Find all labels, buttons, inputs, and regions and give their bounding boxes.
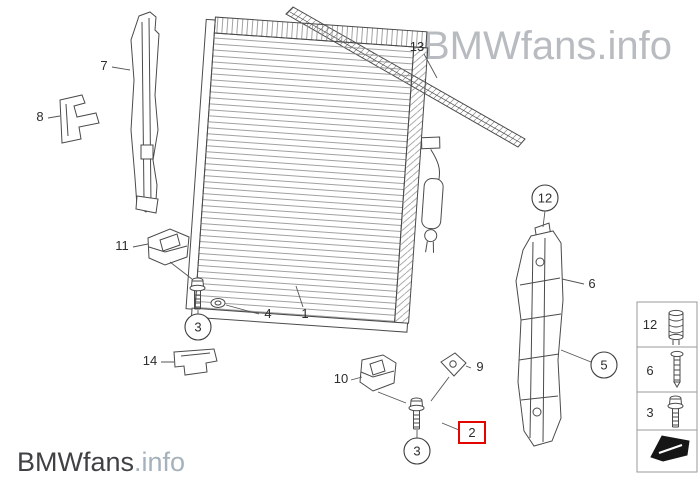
site-logo-suffix: .info (134, 447, 186, 477)
site-logo[interactable]: BMWfans.info (17, 449, 185, 476)
callout-6[interactable]: 6 (588, 276, 595, 291)
callout-3-lower[interactable]: 3 (403, 437, 431, 465)
callout-label: 6 (588, 276, 595, 291)
callout-9[interactable]: 9 (476, 359, 483, 374)
callout-label: 7 (100, 58, 107, 73)
callout-1[interactable]: 1 (301, 306, 308, 321)
bracket-10-drawing (359, 354, 397, 392)
selected-part-highlight (458, 421, 486, 444)
callout-14[interactable]: 14 (143, 353, 157, 368)
callout-5[interactable]: 5 (590, 351, 618, 379)
callout-3-upper[interactable]: 3 (184, 313, 212, 341)
radiator-drawing (185, 16, 444, 333)
callout-label: 12 (538, 191, 552, 206)
legend-label-6[interactable]: 6 (646, 363, 653, 378)
callout-label: 10 (334, 371, 348, 386)
callout-label: 14 (143, 353, 157, 368)
callout-13[interactable]: 13 (410, 39, 424, 54)
bolt-3b-drawing (408, 397, 425, 430)
callout-4[interactable]: 4 (264, 306, 271, 321)
bracket-11-drawing (147, 228, 190, 266)
legend-dividers (637, 346, 697, 431)
legend-label-12[interactable]: 12 (643, 317, 657, 332)
callout-12[interactable]: 12 (531, 184, 559, 212)
watermark: BMWfans.info (423, 24, 672, 68)
grommet-4-drawing (210, 298, 226, 308)
clip-arrow-icon (650, 435, 690, 462)
site-logo-brand: BMWfans (17, 447, 135, 477)
leader-lines (47, 53, 592, 438)
legend-label-3[interactable]: 3 (646, 405, 653, 420)
callout-label: 2 (468, 425, 475, 440)
bracket-left-drawing (130, 11, 160, 214)
callout-11[interactable]: 11 (115, 238, 129, 253)
callout-label: 8 (36, 109, 43, 124)
bracket-small-left-drawing (59, 94, 100, 144)
callout-label: 3 (413, 444, 420, 459)
callout-label: 9 (476, 359, 483, 374)
callout-label: 11 (115, 238, 129, 253)
nut-9-drawing (440, 352, 467, 377)
rubber-mount-icon (668, 309, 684, 345)
fasteners-legend: 12 6 3 (636, 301, 698, 473)
callout-label: 4 (264, 306, 271, 321)
callout-2[interactable]: 2 (458, 421, 486, 444)
callout-label: 13 (410, 39, 424, 54)
callout-7[interactable]: 7 (100, 58, 107, 73)
callout-10[interactable]: 10 (334, 371, 348, 386)
callout-label: 3 (194, 320, 201, 335)
callout-label: 1 (301, 306, 308, 321)
callout-8[interactable]: 8 (36, 109, 43, 124)
screw-icon (670, 350, 684, 388)
callout-label: 5 (600, 358, 607, 373)
bracket-14-drawing (173, 348, 218, 376)
bracket-right-drawing (515, 222, 564, 447)
